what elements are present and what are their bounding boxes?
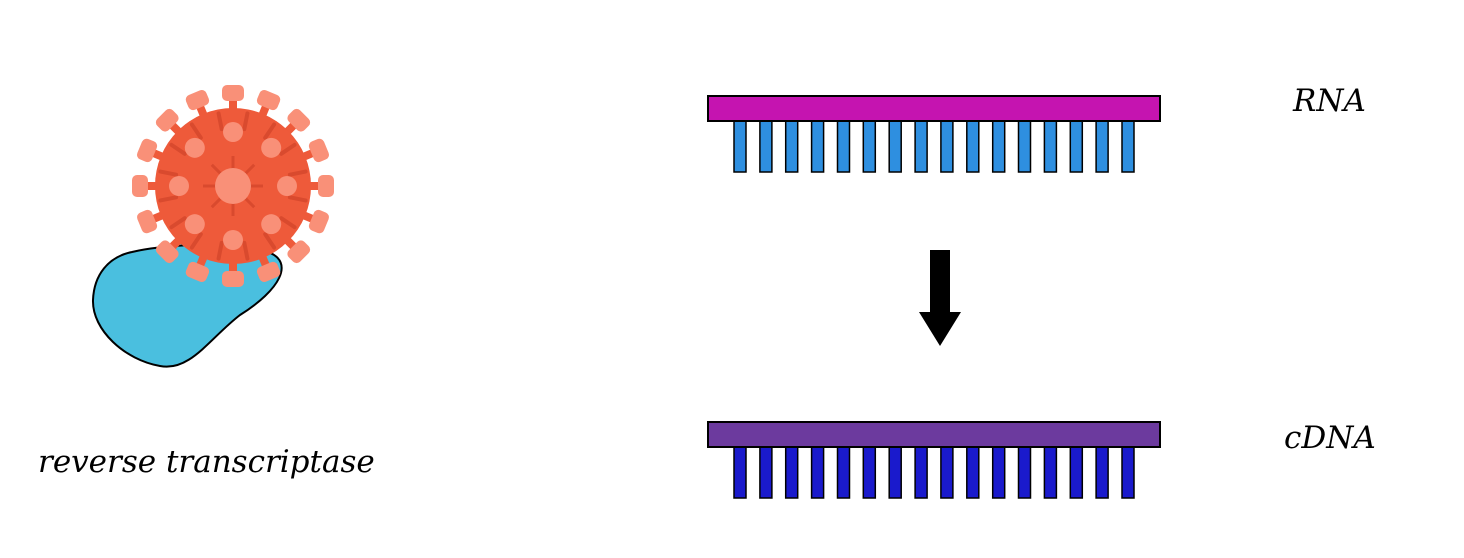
- base-bar: [1017, 120, 1032, 173]
- virus-ridge: [189, 232, 203, 250]
- virus-spike-cap: [308, 209, 329, 234]
- virus-spot: [169, 176, 189, 196]
- base-bar: [1043, 120, 1058, 173]
- cdna-label: cDNA: [1284, 420, 1376, 456]
- base-bar: [1121, 446, 1135, 499]
- virus-ridge: [287, 169, 308, 177]
- virus-spot: [184, 214, 205, 235]
- down-arrow-icon: [919, 250, 961, 346]
- base-bar: [914, 120, 928, 173]
- rna-strand: [707, 95, 1161, 173]
- base-bar: [810, 120, 825, 173]
- virus-ridge: [287, 195, 308, 203]
- cdna-backbone: [707, 421, 1161, 448]
- virus-ridge: [279, 216, 297, 230]
- virus-spike-cap: [222, 85, 244, 101]
- virus-spike-cap: [318, 175, 334, 197]
- base-bar: [759, 120, 773, 173]
- enzyme-label: reverse transcriptase: [38, 444, 375, 480]
- virus-spike-cap: [256, 90, 281, 111]
- virus-ridge: [189, 122, 203, 140]
- virus-ridge: [169, 216, 187, 230]
- virus-ridge: [169, 142, 187, 156]
- virus-ridge: [158, 195, 179, 203]
- base-bar: [966, 120, 980, 173]
- virus-ridge: [158, 169, 179, 177]
- virus-spike-cap: [132, 175, 148, 197]
- rna-backbone: [707, 95, 1161, 122]
- virus-spike-cap: [287, 108, 311, 132]
- base-bar: [991, 120, 1006, 173]
- virus-spike-cap: [287, 240, 311, 264]
- base-bar: [940, 446, 954, 499]
- base-bar: [940, 120, 954, 173]
- virus-spike-cap: [155, 240, 179, 264]
- base-bar: [1017, 446, 1032, 499]
- base-bar: [888, 446, 902, 499]
- virus-spike-cap: [137, 209, 158, 234]
- base-bar: [733, 446, 747, 499]
- virus-spot: [184, 137, 205, 158]
- base-bar: [733, 120, 747, 173]
- cdna-strand: [707, 421, 1161, 499]
- virus-ridge: [216, 111, 224, 132]
- virus-ridge: [279, 142, 297, 156]
- coronavirus-icon: [132, 85, 334, 287]
- base-bar: [810, 446, 825, 499]
- virus-ridge: [216, 240, 224, 261]
- virus-spike-cap: [185, 90, 210, 111]
- virus-spot: [223, 122, 243, 142]
- virus-spike-cap: [222, 271, 244, 287]
- virus-ridge: [242, 240, 250, 261]
- base-bar: [991, 446, 1006, 499]
- virus-spike-cap: [185, 261, 210, 282]
- virus-ridge: [263, 122, 277, 140]
- virus-spot: [223, 230, 243, 250]
- base-bar: [1121, 120, 1135, 173]
- virus-spike-cap: [256, 261, 281, 282]
- base-bar: [914, 446, 928, 499]
- base-bar: [1095, 446, 1109, 499]
- virus-spot: [277, 176, 297, 196]
- base-bar: [862, 120, 877, 173]
- base-bar: [966, 446, 980, 499]
- virus-ridge: [242, 111, 250, 132]
- base-bar: [784, 446, 799, 499]
- base-bar: [1043, 446, 1058, 499]
- virus-spike-cap: [308, 138, 329, 163]
- virus-spike-cap: [137, 138, 158, 163]
- base-bar: [1069, 446, 1084, 499]
- base-bar: [1069, 120, 1084, 173]
- base-bar: [759, 446, 773, 499]
- virus-spot: [261, 137, 282, 158]
- virus-center-spot: [215, 168, 251, 204]
- rna-label: RNA: [1292, 83, 1366, 119]
- enzyme-blob-icon: [91, 243, 283, 368]
- virus-spot: [261, 214, 282, 235]
- base-bar: [836, 120, 851, 173]
- base-bar: [888, 120, 902, 173]
- base-bar: [784, 120, 799, 173]
- base-bar: [862, 446, 877, 499]
- rna-bases: [733, 120, 1135, 173]
- cdna-bases: [733, 446, 1135, 499]
- virus-spike-cap: [155, 108, 179, 132]
- base-bar: [1095, 120, 1109, 173]
- base-bar: [836, 446, 851, 499]
- virus-ridge: [263, 232, 277, 250]
